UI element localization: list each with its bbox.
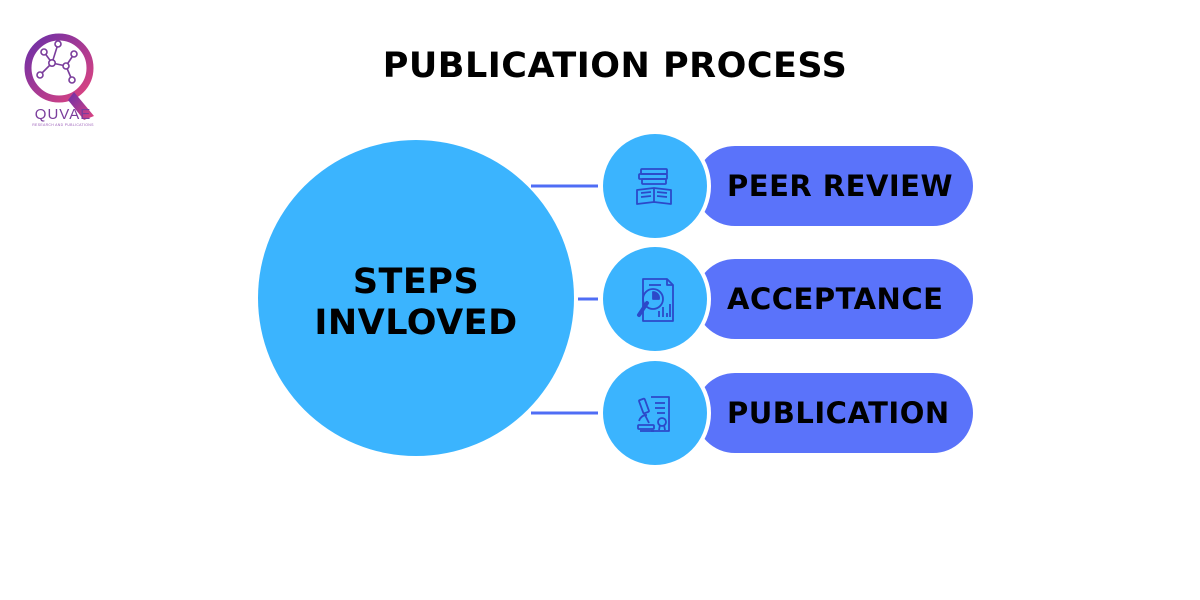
step-icon-circle — [603, 361, 707, 465]
step-peer-review: PEER REVIEW — [603, 134, 973, 238]
quvae-logo-icon — [24, 33, 94, 120]
step-label: ACCEPTANCE — [727, 282, 944, 316]
magnifier-report-icon — [637, 278, 674, 322]
open-book-icon — [636, 168, 672, 205]
step-label: PEER REVIEW — [727, 169, 953, 203]
step-icon-circle — [603, 134, 707, 238]
steps-center-circle: STEPS INVLOVED — [258, 140, 574, 456]
page-title: PUBLICATION PROCESS — [382, 46, 848, 86]
brand-tagline: RESEARCH AND PUBLICATIONS — [32, 123, 94, 127]
step-publication: PUBLICATION — [603, 361, 973, 465]
step-acceptance: ACCEPTANCE — [603, 247, 973, 351]
center-label-line1: STEPS — [352, 262, 480, 302]
center-label: STEPS INVLOVED — [314, 262, 517, 344]
microscope-certificate-icon — [637, 396, 670, 432]
step-pill: ACCEPTANCE — [695, 259, 973, 339]
step-pill: PEER REVIEW — [695, 146, 973, 226]
center-label-line2: INVLOVED — [314, 303, 518, 343]
step-icon-circle — [603, 247, 707, 351]
brand-name: QUVAE — [34, 106, 92, 123]
step-label: PUBLICATION — [727, 396, 950, 430]
step-pill: PUBLICATION — [695, 373, 973, 453]
